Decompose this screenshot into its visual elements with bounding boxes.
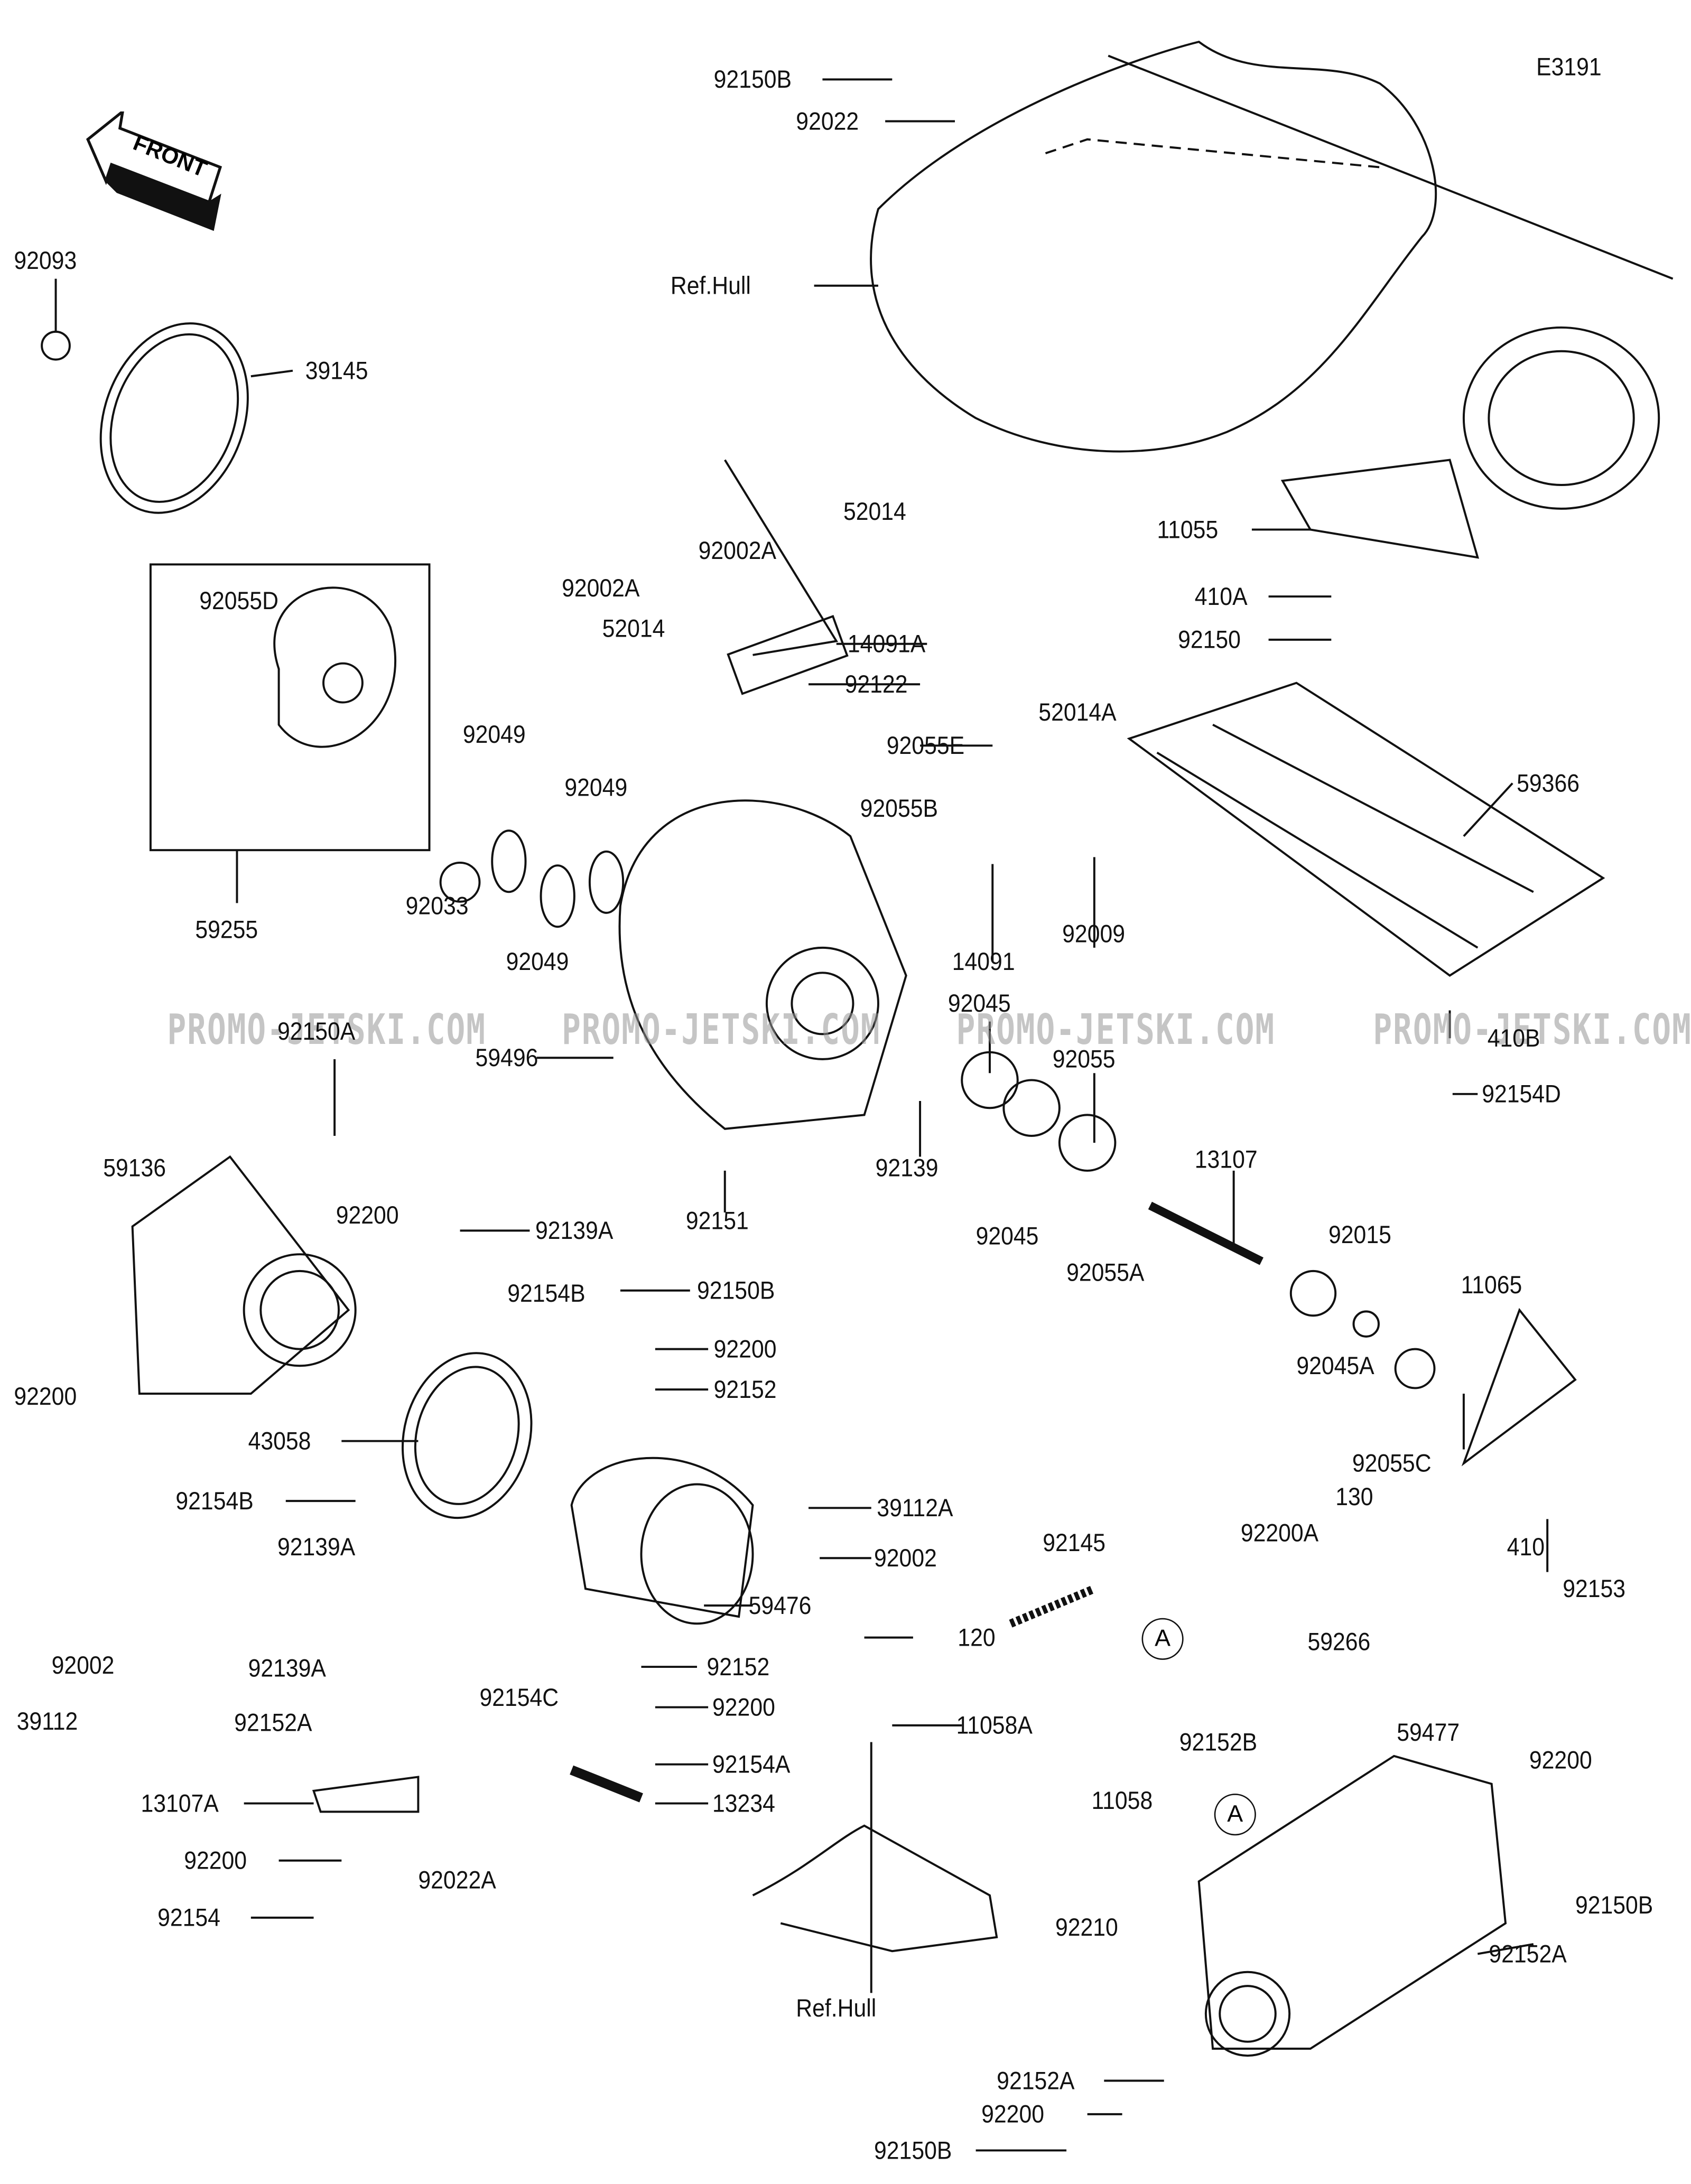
- part-label: 92200: [1529, 1746, 1592, 1775]
- part-label: 11055: [1157, 516, 1219, 544]
- watermark: PROMO-JETSKI.COM: [562, 1006, 881, 1055]
- part-label: 52014: [843, 497, 906, 526]
- part-label: 410: [1507, 1533, 1545, 1561]
- part-label: 52014A: [1038, 698, 1117, 726]
- part-label: 92200: [184, 1846, 247, 1875]
- part-label: 92033: [405, 892, 469, 920]
- part-label: 14091A: [847, 630, 926, 658]
- callout-a: A: [1141, 1618, 1184, 1660]
- part-label: 39112A: [877, 1494, 953, 1522]
- part-label: 11065: [1461, 1271, 1522, 1299]
- part-label: 92154B: [507, 1279, 586, 1308]
- part-label: 92045: [975, 1222, 1039, 1250]
- part-label: 92139A: [248, 1654, 326, 1683]
- part-label: 59496: [475, 1043, 538, 1072]
- part-label: 92152B: [1179, 1728, 1258, 1756]
- watermark: PROMO-JETSKI.COM: [956, 1006, 1276, 1055]
- part-label: 92122: [844, 670, 908, 698]
- part-label: 92022A: [418, 1866, 496, 1894]
- part-label: 92154A: [712, 1750, 791, 1779]
- part-label: 130: [1335, 1482, 1373, 1511]
- part-label: 410A: [1194, 582, 1248, 611]
- part-label: 92150B: [713, 65, 792, 94]
- part-label: 11058: [1091, 1786, 1153, 1815]
- part-label: 92154: [157, 1903, 220, 1932]
- part-label: 92200: [713, 1335, 777, 1363]
- part-label: 14091: [952, 947, 1015, 976]
- callout-a: A: [1214, 1794, 1256, 1836]
- part-label: 92002: [51, 1651, 115, 1679]
- part-label: 59366: [1517, 769, 1580, 797]
- part-label: 92152A: [234, 1709, 312, 1737]
- part-label: 92055D: [199, 586, 278, 615]
- part-label: 120: [958, 1623, 996, 1652]
- part-label: 92015: [1328, 1220, 1391, 1249]
- part-label: 92022: [796, 107, 859, 135]
- part-label: 92152A: [997, 2067, 1075, 2095]
- part-label: 92045: [947, 989, 1011, 1018]
- part-label: 92002A: [698, 536, 776, 565]
- part-label: 92009: [1062, 920, 1126, 948]
- front-arrow-icon: FRONT: [81, 108, 234, 251]
- part-label: 92200A: [1240, 1519, 1319, 1547]
- part-label: 92055B: [860, 794, 938, 823]
- part-label: 59266: [1307, 1628, 1371, 1656]
- part-label: 92145: [1043, 1528, 1106, 1557]
- part-label: 11058A: [956, 1711, 1033, 1740]
- part-label: 59136: [103, 1154, 166, 1182]
- part-label: 13107: [1194, 1145, 1258, 1174]
- part-label: 92139: [875, 1154, 939, 1182]
- watermark: PROMO-JETSKI.COM: [1373, 1006, 1691, 1055]
- part-label: 92045A: [1296, 1351, 1374, 1380]
- part-label: 92002: [874, 1544, 937, 1572]
- part-label: 59255: [195, 916, 258, 944]
- part-label: 92154D: [1482, 1080, 1561, 1108]
- part-label: 52014: [602, 614, 665, 643]
- part-label: 39112: [16, 1707, 78, 1735]
- part-label: 410B: [1487, 1024, 1540, 1052]
- part-label: 92150B: [874, 2136, 952, 2164]
- part-label: 92093: [14, 246, 77, 275]
- part-label: 92055A: [1066, 1258, 1145, 1286]
- part-label: 92154C: [479, 1683, 559, 1712]
- part-label: 92055: [1052, 1045, 1116, 1074]
- part-label: 13107A: [141, 1789, 219, 1817]
- part-label: Ref.Hull: [670, 272, 751, 300]
- part-label: 92200: [336, 1201, 399, 1229]
- part-label: 39145: [305, 357, 368, 385]
- part-label: 92150: [1178, 626, 1241, 654]
- part-label: 92150B: [1575, 1891, 1653, 1919]
- part-label: 92055E: [886, 731, 965, 760]
- part-label: 13234: [712, 1789, 775, 1817]
- part-label: 92152: [713, 1375, 777, 1404]
- part-label: 43058: [248, 1427, 311, 1455]
- part-label: 92150B: [697, 1276, 775, 1305]
- part-label: 92002A: [562, 574, 640, 602]
- part-label: 92049: [564, 773, 628, 801]
- part-label: Ref.Hull: [796, 1994, 877, 2022]
- part-label: 92150A: [277, 1017, 356, 1046]
- part-label: 92055C: [1352, 1449, 1432, 1478]
- part-label: 92152A: [1489, 1940, 1567, 1968]
- part-label: 92200: [981, 2100, 1045, 2129]
- part-label: 92049: [462, 720, 526, 749]
- part-label: 92152: [707, 1653, 770, 1681]
- watermark: PROMO-JETSKI.COM: [167, 1006, 486, 1055]
- part-label: 92154B: [175, 1487, 254, 1515]
- diagram-code: E3191: [1536, 53, 1602, 81]
- part-label: 92151: [685, 1207, 749, 1235]
- part-label: 92139A: [277, 1533, 356, 1561]
- part-label: 59477: [1397, 1718, 1460, 1747]
- part-label: 92200: [14, 1382, 77, 1411]
- part-label: 92139A: [535, 1216, 614, 1245]
- part-label: 59476: [748, 1591, 812, 1620]
- part-label: 92200: [712, 1693, 775, 1721]
- part-label: 92049: [506, 947, 569, 976]
- part-label: 92153: [1563, 1574, 1626, 1603]
- part-label: 92210: [1055, 1913, 1118, 1942]
